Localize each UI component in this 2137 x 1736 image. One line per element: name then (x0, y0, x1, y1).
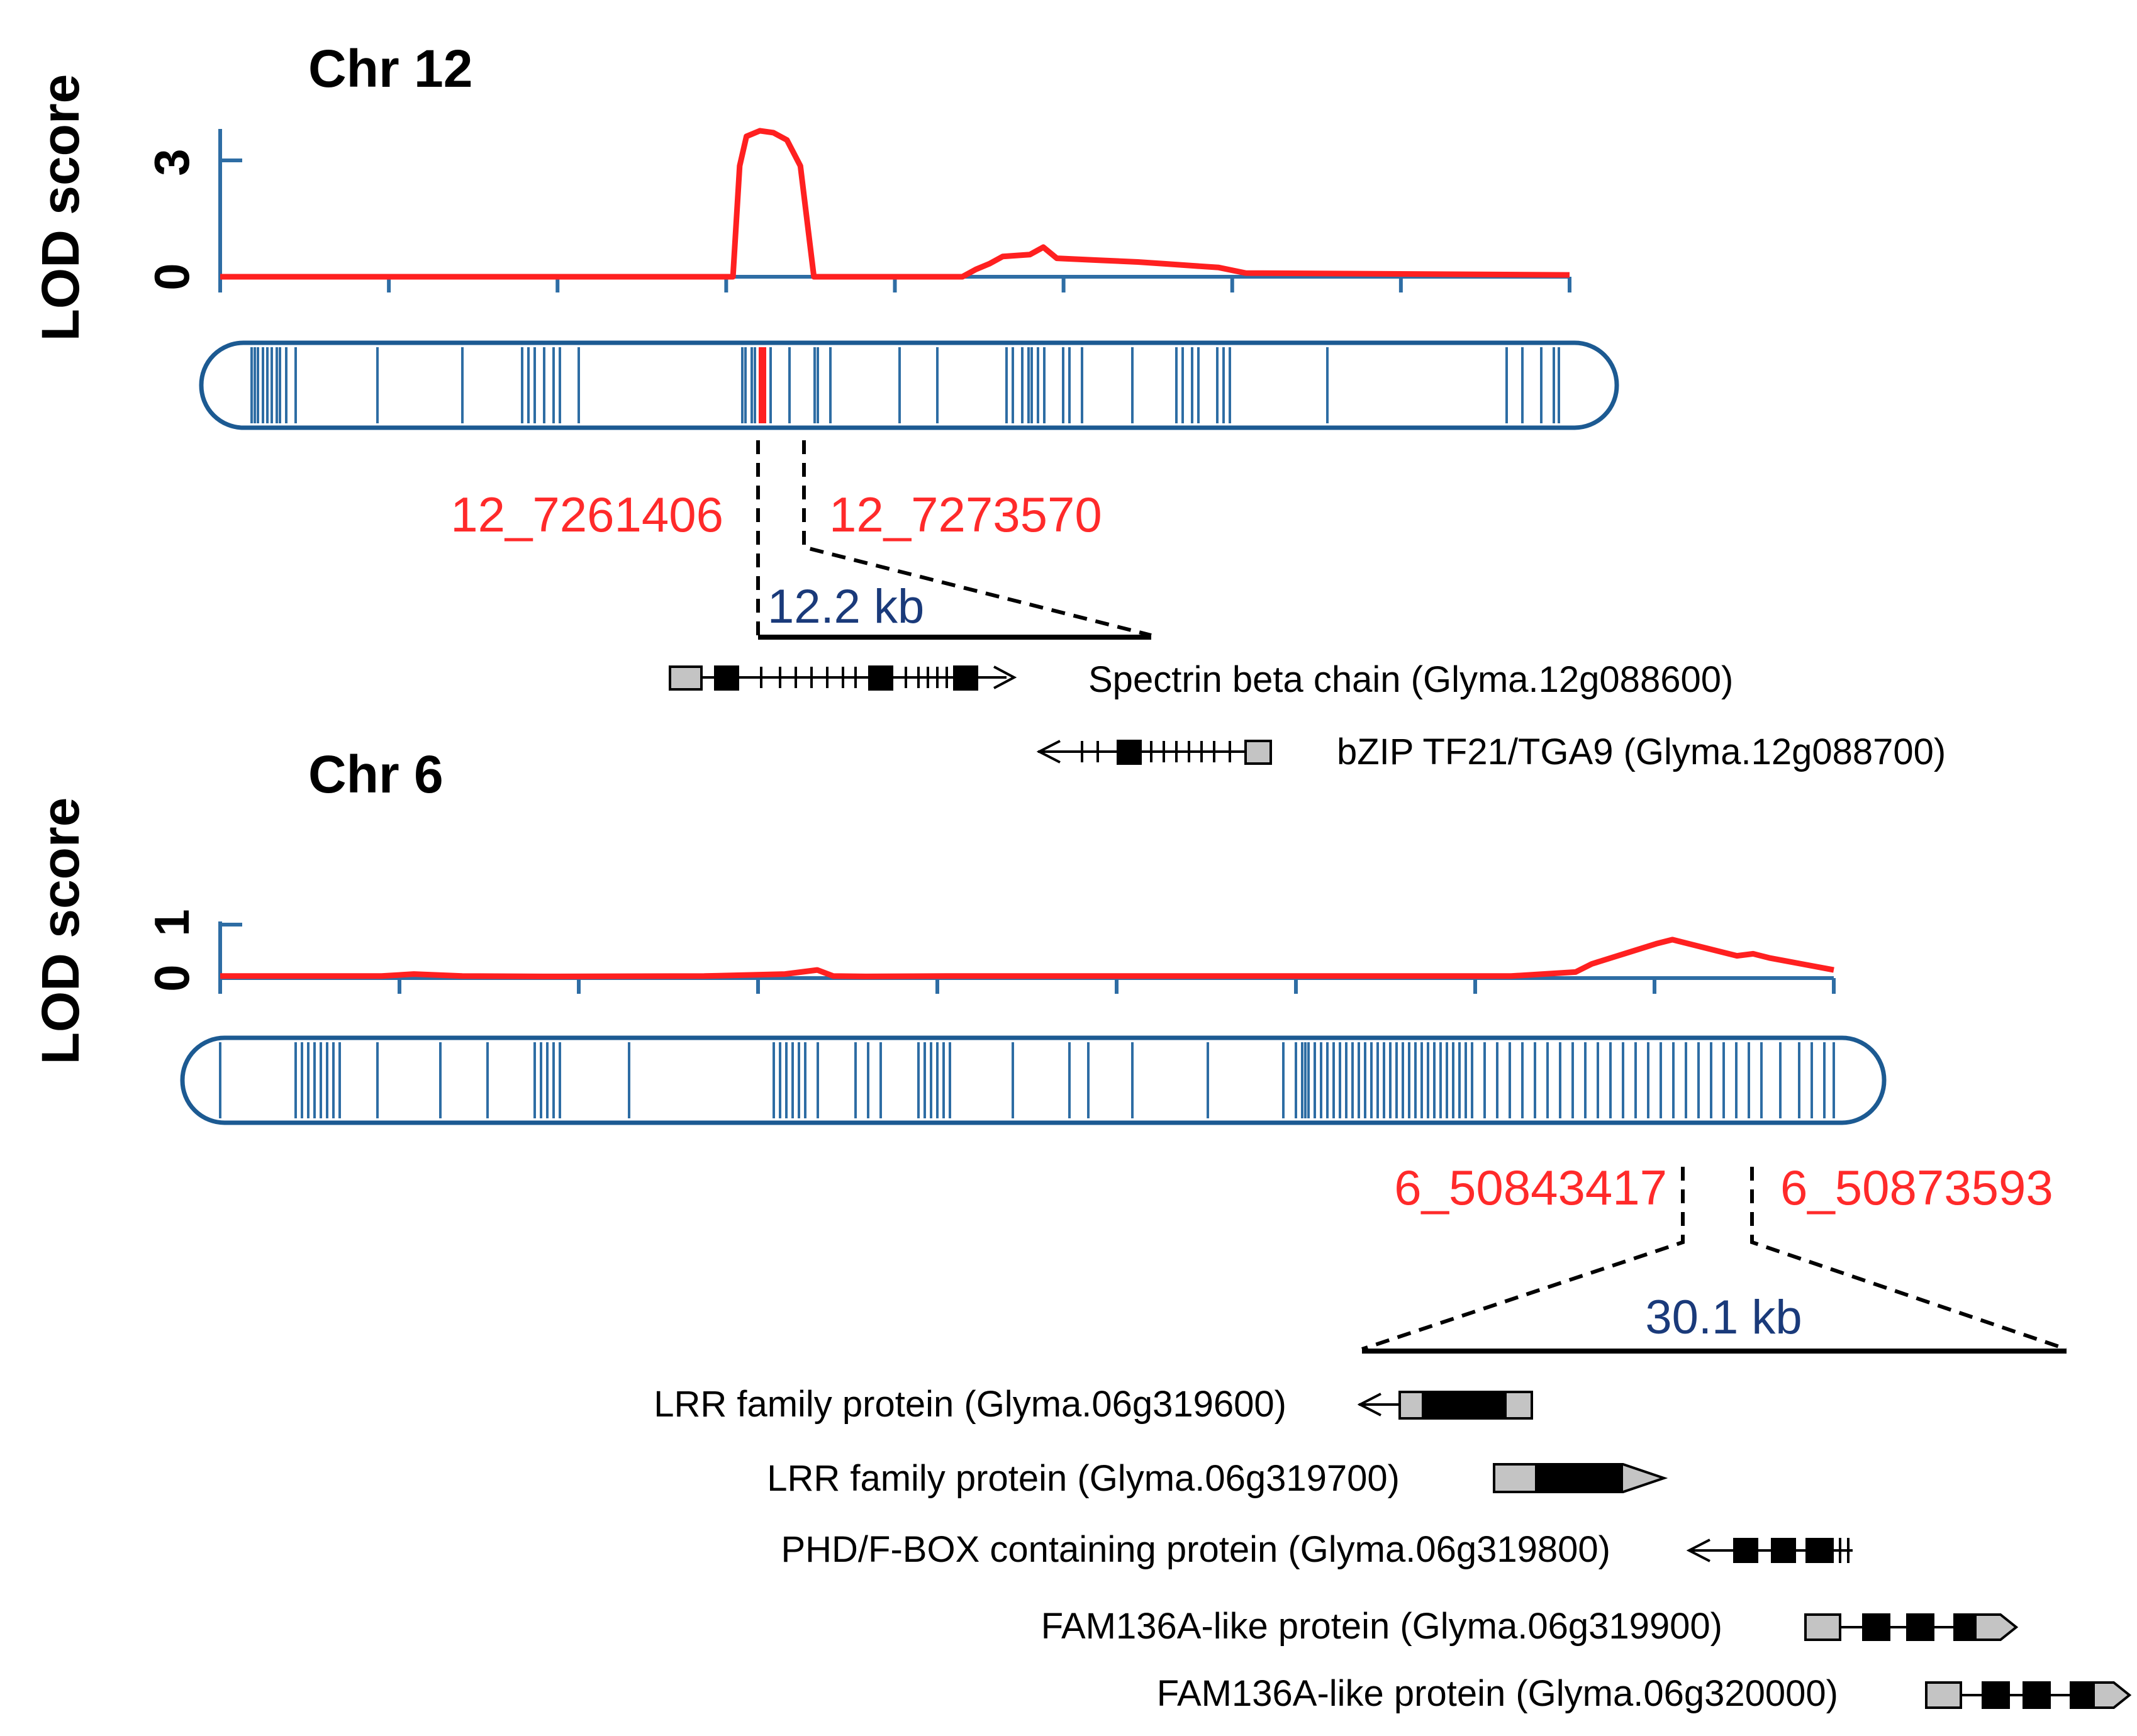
chr12-title: Chr 12 (308, 39, 472, 98)
chr12-chromosome (199, 340, 1619, 430)
chr12-marker-left: 12_7261406 (450, 487, 723, 542)
chr6-gene-label-3: PHD/F-BOX containing protein (Glyma.06g3… (781, 1529, 1610, 1570)
chr6-chromosome (180, 1035, 1887, 1125)
chr6-left-dash (1361, 1167, 1685, 1351)
chr6-panel: Chr 6 LOD score 0 1 6_50843417 6_5087359… (31, 745, 2132, 1714)
chr12-marker-right: 12_7273570 (829, 487, 1102, 542)
chr6-gene-label-1: LRR family protein (Glyma.06g319600) (654, 1384, 1286, 1425)
chr12-gene-spectrin (669, 665, 1017, 691)
chr6-gene-phd-fbox (1686, 1538, 1853, 1563)
chr6-marker-bands (219, 1042, 1835, 1118)
chr6-gene-lrr-319600 (1357, 1391, 1533, 1420)
chr12-ytick-3: 3 (144, 148, 199, 175)
chr12-right-dash (802, 440, 1152, 637)
chr12-lod-series (220, 128, 1570, 280)
chr6-gene-lrr-319700 (1493, 1463, 1668, 1493)
chr6-title: Chr 6 (308, 745, 444, 804)
chr6-gene-label-2: LRR family protein (Glyma.06g319700) (767, 1458, 1400, 1499)
chr6-gene-label-5: FAM136A-like protein (Glyma.06g320000) (1157, 1673, 1838, 1714)
chr12-y-axis-label: LOD score (31, 74, 90, 342)
chr12-gene-bzip (1036, 740, 1272, 765)
chr12-marker-bands (250, 347, 1560, 423)
chr12-ytick-0: 0 (144, 263, 199, 290)
chr12-gene-label-1: Spectrin beta chain (Glyma.12g088600) (1088, 659, 1733, 700)
chr6-interval-label: 30.1 kb (1645, 1291, 1802, 1344)
chr6-y-axis-label: LOD score (31, 798, 90, 1065)
chr6-gene-fam136a-319900 (1804, 1613, 2019, 1641)
chr6-ytick-1: 1 (144, 909, 199, 936)
chr6-ytick-0: 0 (144, 964, 199, 991)
chr6-x-ticks (218, 978, 1836, 994)
chr6-lod-series (220, 937, 1834, 979)
chr12-panel: Chr 12 LOD score 0 3 12_7261406 12_72735… (31, 39, 1946, 772)
chr6-right-dash (1750, 1167, 2067, 1351)
chr12-interval-label: 12.2 kb (767, 580, 924, 633)
chr6-gene-fam136a-320000 (1925, 1681, 2132, 1709)
chr12-gene-label-2: bZIP TF21/TGA9 (Glyma.12g088700) (1337, 732, 1946, 772)
chr6-marker-left: 6_50843417 (1394, 1160, 1667, 1215)
chr6-marker-right: 6_50873593 (1780, 1160, 2053, 1215)
chr6-gene-label-4: FAM136A-like protein (Glyma.06g319900) (1041, 1606, 1722, 1647)
